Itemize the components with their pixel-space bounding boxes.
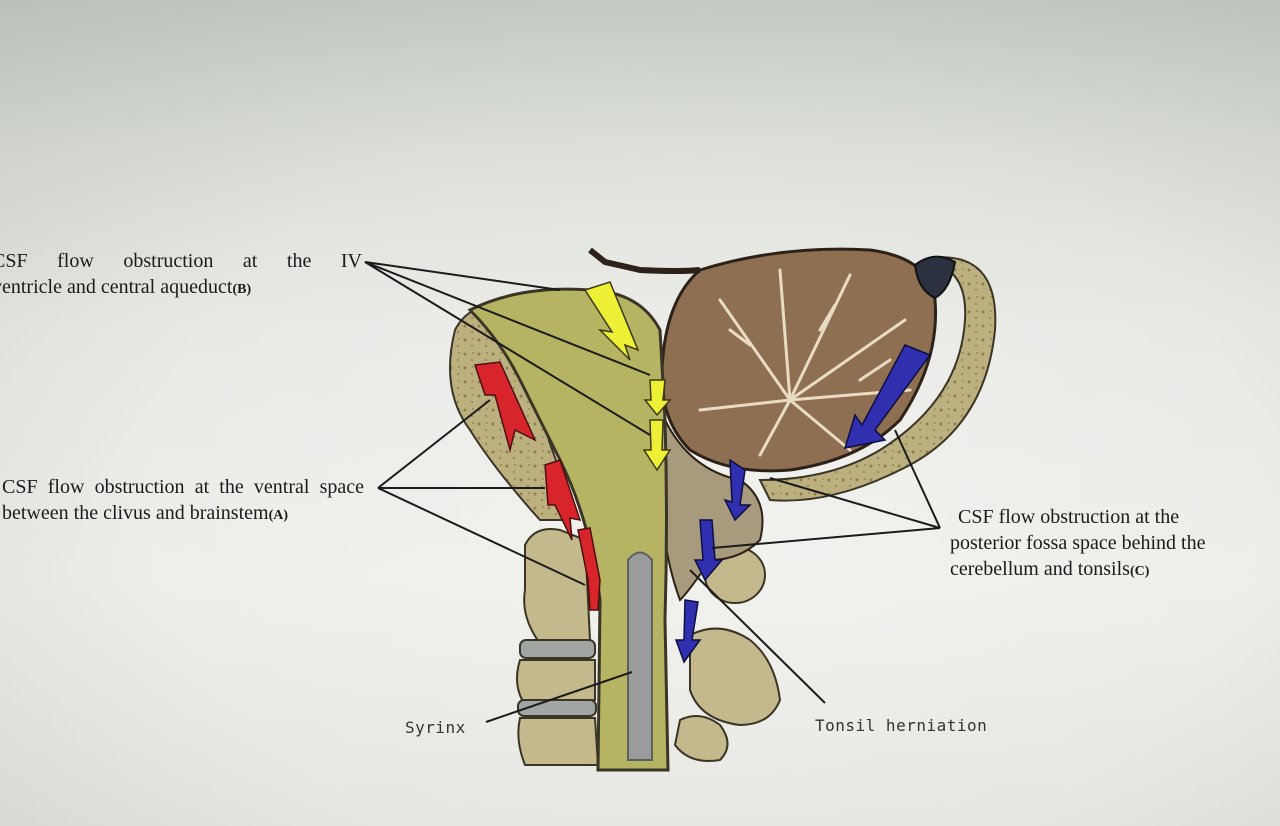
arrow-a-red [473, 361, 601, 611]
label-b-line1: CSF flow obstruction at the IV [0, 250, 362, 272]
label-c-line1: CSF flow obstruction at the [958, 506, 1180, 528]
label-c-tag: (C) [1129, 564, 1150, 579]
cerebellum [660, 247, 938, 473]
syrinx-cavity [627, 551, 653, 761]
cerebellar-tonsil [658, 416, 764, 602]
label-ventricle-obstruction: CSF flow obstruction at the IV ventricle… [0, 248, 362, 303]
venous-sinus [913, 255, 957, 300]
arrow-b-yellow [583, 281, 672, 472]
arrow-c-blue [674, 344, 932, 664]
label-syrinx: Syrinx [405, 718, 466, 737]
label-b-line2: ventricle and central aqueduct [0, 276, 233, 298]
label-b-line2-wrap: ventricle and central aqueduct(B) [0, 274, 362, 303]
occipital-bone [758, 256, 997, 502]
tentorium [588, 247, 701, 274]
cervical-vertebrae [515, 528, 600, 766]
label-a-text: CSF flow obstruction at the ventral spac… [2, 476, 364, 524]
leader-lines [364, 261, 941, 723]
label-posterior-obstruction: CSF flow obstruction at the posterior fo… [950, 504, 1280, 585]
label-c-line3-wrap: cerebellum and tonsils(C) [950, 556, 1280, 585]
label-a-tag: (A) [268, 508, 289, 523]
label-c-line3: cerebellum and tonsils [950, 558, 1130, 580]
label-b-tag: (B) [232, 282, 252, 297]
label-tonsil-herniation: Tonsil herniation [815, 716, 988, 735]
label-c-line2: posterior fossa space behind the [950, 532, 1206, 554]
label-ventral-obstruction: CSF flow obstruction at the ventral spac… [2, 474, 364, 529]
